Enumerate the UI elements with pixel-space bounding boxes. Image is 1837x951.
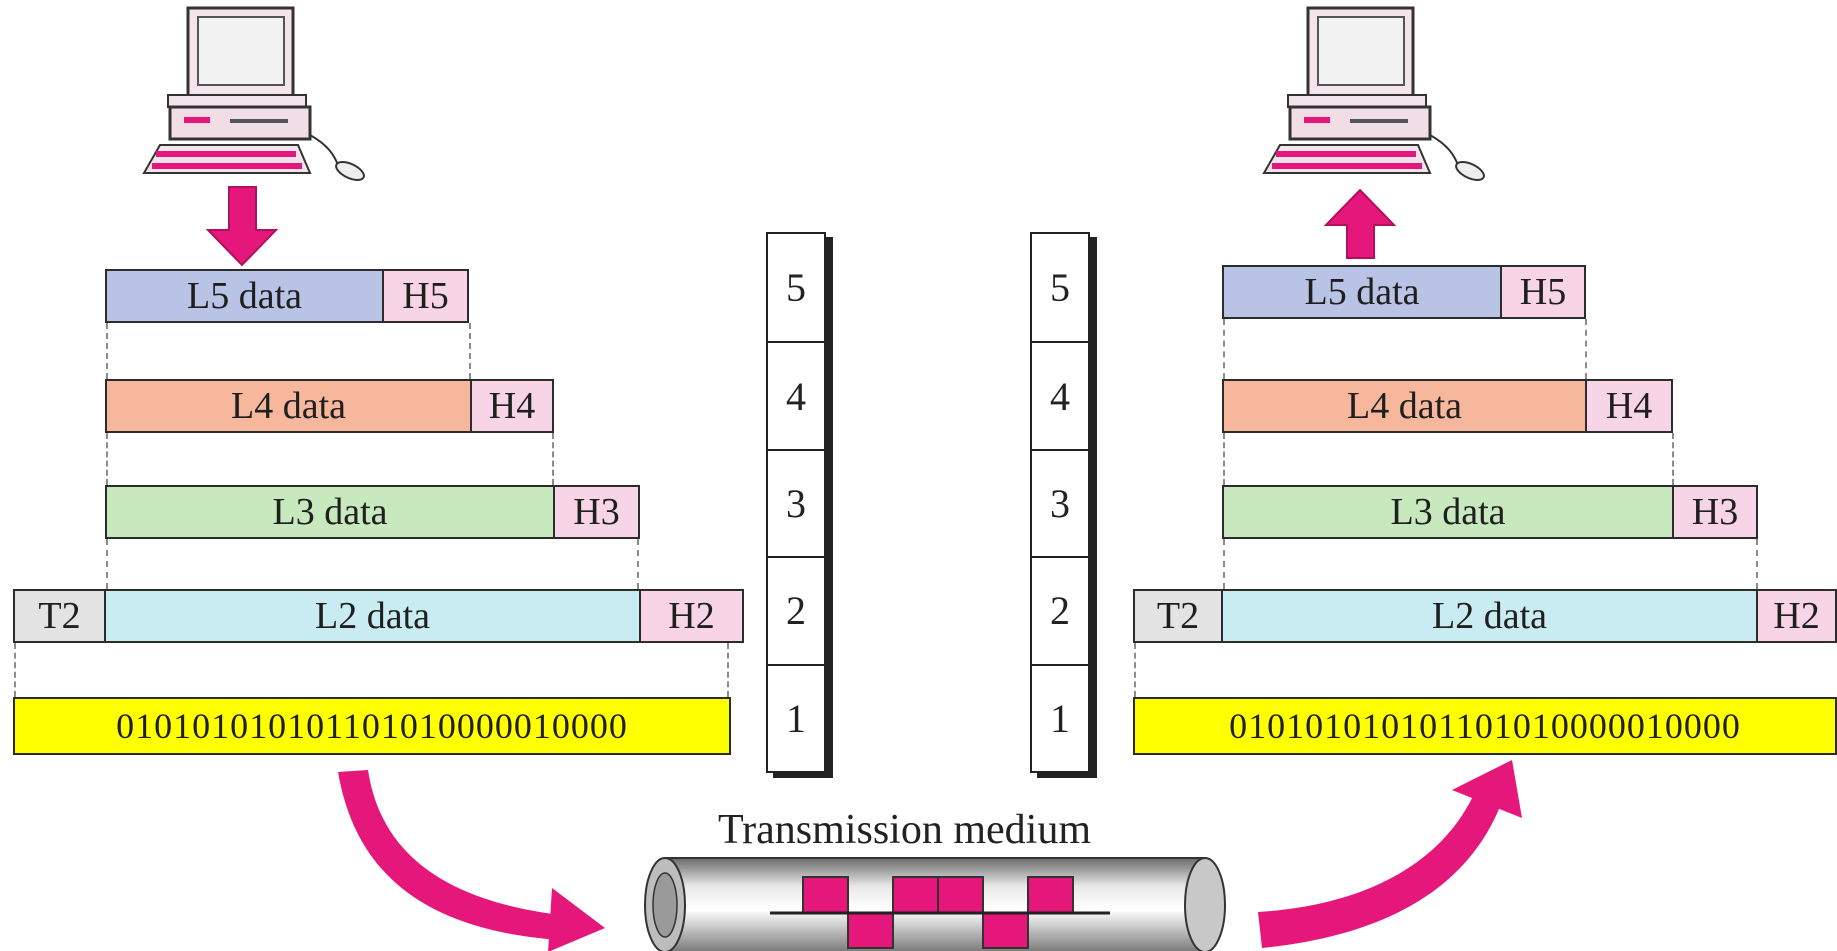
up-arrow-icon	[1323, 188, 1397, 259]
dashed-guide	[1223, 433, 1225, 485]
dashed-guide	[637, 539, 639, 589]
curved-arrow-right-icon	[1258, 780, 1506, 948]
left-layer-2: 2	[768, 556, 824, 663]
sender-h5-header: H5	[384, 269, 469, 323]
dashed-guide	[552, 433, 554, 485]
transmission-medium-pipe	[644, 857, 1226, 951]
dashed-guide	[14, 643, 16, 697]
right-layer-3: 3	[1032, 448, 1088, 556]
down-arrow-icon	[205, 186, 279, 267]
receiver-h5-header: H5	[1502, 265, 1586, 319]
receiver-t2-trailer: T2	[1133, 589, 1223, 643]
dashed-guide	[106, 323, 108, 379]
receiver-h2-header: H2	[1758, 589, 1837, 643]
sender-row-l5: L5 data H5	[105, 269, 469, 323]
receiver-row-l4: L4 data H4	[1222, 379, 1673, 433]
curved-arrow-left-icon	[338, 770, 560, 940]
dashed-guide	[1134, 643, 1136, 697]
right-layer-4: 4	[1032, 341, 1088, 448]
receiver-l4-data: L4 data	[1222, 379, 1587, 433]
receiver-row-l2: T2 L2 data H2	[1133, 589, 1837, 643]
sender-row-l3: L3 data H3	[105, 485, 640, 539]
receiver-row-l3: L3 data H3	[1222, 485, 1758, 539]
sender-bitstream: 010101010101101010000010000	[13, 697, 731, 755]
dashed-guide	[106, 433, 108, 485]
receiver-l3-data: L3 data	[1222, 485, 1674, 539]
left-layer-4: 4	[768, 341, 824, 448]
right-layer-2: 2	[1032, 556, 1088, 663]
left-layer-3: 3	[768, 448, 824, 556]
dashed-guide	[1223, 539, 1225, 589]
sender-l3-data: L3 data	[105, 485, 555, 539]
dashed-guide	[1223, 319, 1225, 379]
sender-h2-header: H2	[641, 589, 744, 643]
sender-h4-header: H4	[472, 379, 554, 433]
right-layer-1: 1	[1032, 663, 1088, 771]
sender-row-l2: T2 L2 data H2	[13, 589, 744, 643]
receiver-l2-data: L2 data	[1223, 589, 1758, 643]
sender-l4-data: L4 data	[105, 379, 472, 433]
receiver-bitstream: 010101010101101010000010000	[1133, 697, 1837, 755]
sender-computer-icon	[142, 6, 365, 181]
left-layer-5: 5	[786, 265, 806, 311]
receiver-h4-header: H4	[1587, 379, 1673, 433]
left-layer-1: 1	[768, 663, 824, 771]
left-layer-stack: 5 4 3 2 1	[766, 232, 826, 773]
receiver-row-l5: L5 data H5	[1222, 265, 1586, 319]
sender-t2-trailer: T2	[13, 589, 106, 643]
sender-l5-data: L5 data	[105, 269, 384, 323]
sender-l2-data: L2 data	[106, 589, 641, 643]
sender-h3-header: H3	[555, 485, 640, 539]
right-layer-5: 5	[1050, 265, 1070, 311]
dashed-guide	[469, 323, 471, 379]
receiver-l5-data: L5 data	[1222, 265, 1502, 319]
dashed-guide	[1585, 319, 1587, 379]
sender-row-l4: L4 data H4	[105, 379, 554, 433]
dashed-guide	[1756, 539, 1758, 589]
receiver-computer-icon	[1262, 6, 1485, 181]
dashed-guide	[727, 643, 729, 697]
dashed-guide	[1672, 433, 1674, 485]
right-layer-stack: 5 4 3 2 1	[1030, 232, 1090, 773]
transmission-medium-label: Transmission medium	[718, 807, 1091, 853]
dashed-guide	[106, 539, 108, 589]
receiver-h3-header: H3	[1674, 485, 1758, 539]
